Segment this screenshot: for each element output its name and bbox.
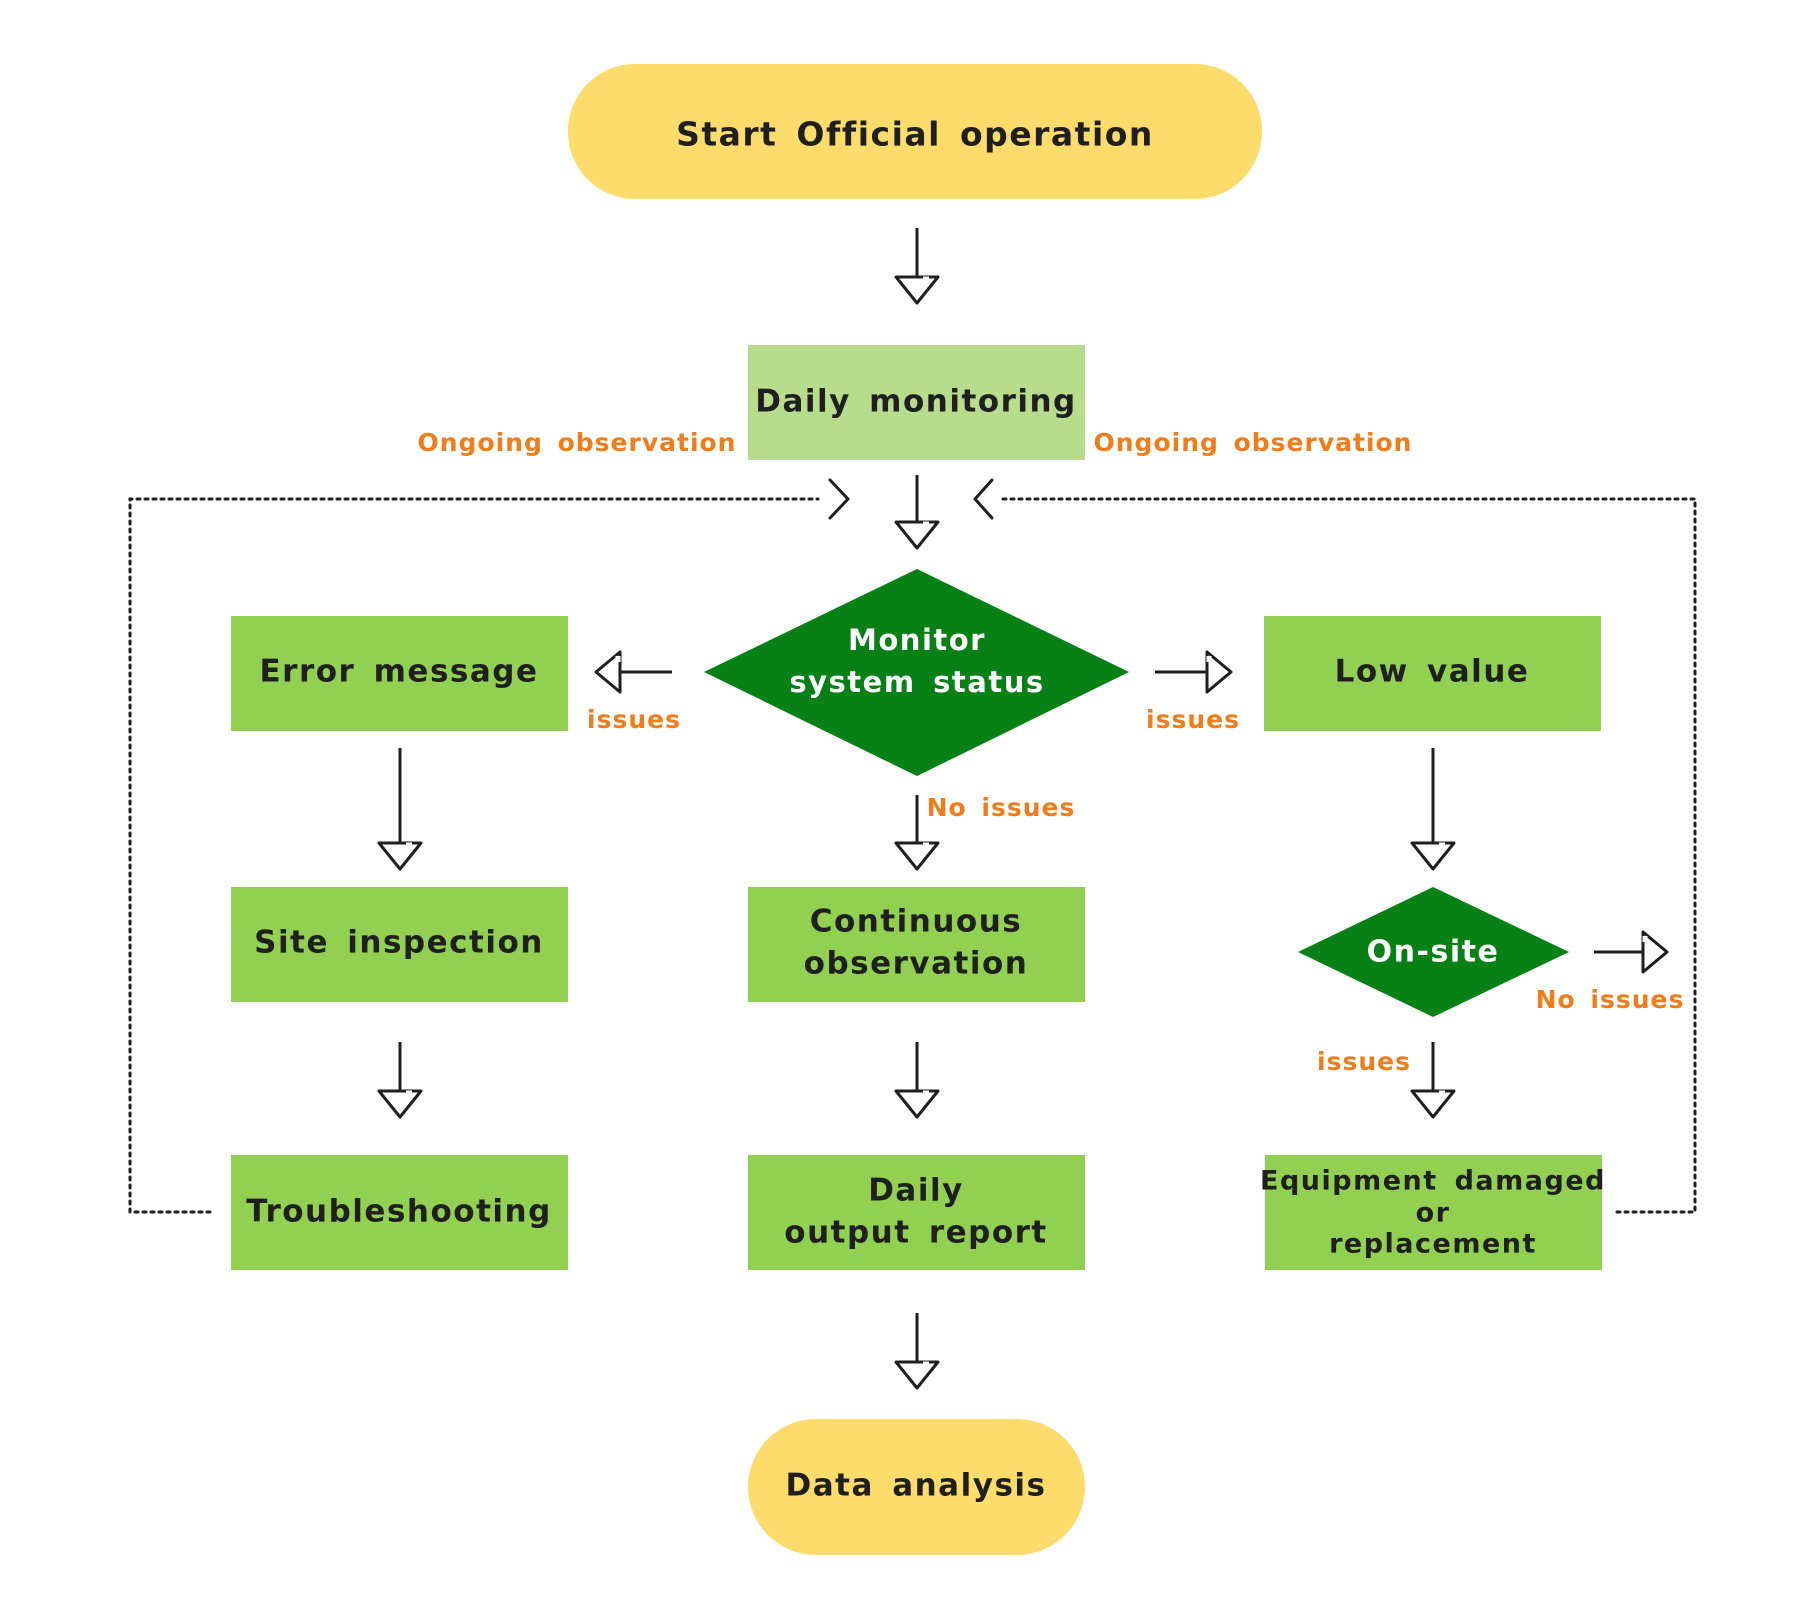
arrow-continuous-to-report: [894, 1042, 940, 1119]
troubleshooting-node: [231, 1155, 568, 1270]
feedback-chevron-right-icon: [828, 478, 850, 520]
troubleshooting-label: Troubleshooting: [246, 1194, 552, 1230]
arrow-inspection-to-troubleshooting: [377, 1042, 423, 1119]
monitor-status-label-line-1: Monitor: [848, 623, 986, 657]
arrow-report-to-analysis: [894, 1313, 940, 1390]
error-message-label: Error message: [260, 654, 539, 690]
low-value-node: [1264, 616, 1601, 731]
error-message-node: [231, 616, 568, 731]
issues-label-on-site: issues: [1317, 1047, 1411, 1076]
arrow-error-to-inspection: [377, 748, 423, 871]
arrow-monitoring-to-status: [894, 475, 940, 550]
daily-monitoring-label: Daily monitoring: [755, 384, 1077, 420]
daily-output-report-label-line-2: output report: [784, 1215, 1047, 1251]
no-issues-label-on-site: No issues: [1536, 985, 1685, 1014]
daily-output-report-label-line-1: Daily: [868, 1173, 964, 1209]
feedback-loop-left: [128, 497, 820, 1214]
daily-output-report-node: [748, 1155, 1085, 1270]
arrow-start-to-monitoring: [894, 228, 940, 305]
arrow-status-to-continuous: [894, 795, 940, 871]
no-issues-label-center: No issues: [927, 793, 1076, 822]
ongoing-observation-label-right: Ongoing observation: [1094, 428, 1413, 457]
feedback-loop-right: [998, 497, 1697, 1214]
arrow-on-site-no-issues: [1594, 930, 1669, 974]
equipment-damaged-label-line-3: replacement: [1329, 1229, 1537, 1260]
monitor-system-status-decision: [704, 569, 1129, 776]
on-site-label: On-site: [1367, 935, 1500, 970]
on-site-decision: [1298, 887, 1569, 1017]
start-node: [568, 64, 1262, 199]
continuous-observation-label-line-1: Continuous: [810, 904, 1023, 940]
equipment-damaged-node: [1265, 1155, 1602, 1270]
site-inspection-label: Site inspection: [254, 925, 544, 961]
monitor-status-label-line-2: system status: [789, 665, 1044, 699]
daily-monitoring-node: [748, 345, 1085, 460]
arrow-low-value-to-on-site: [1410, 748, 1456, 871]
data-analysis-label: Data analysis: [786, 1468, 1047, 1504]
low-value-label: Low value: [1335, 654, 1530, 690]
continuous-observation-node: [748, 887, 1085, 1002]
site-inspection-node: [231, 887, 568, 1002]
issues-label-left: issues: [587, 705, 681, 734]
issues-label-right: issues: [1146, 705, 1240, 734]
arrow-on-site-to-equipment: [1410, 1042, 1456, 1119]
arrow-status-to-error: [594, 650, 672, 694]
data-analysis-node: [748, 1419, 1085, 1555]
feedback-chevron-left-icon: [973, 478, 994, 520]
start-label: Start Official operation: [676, 115, 1154, 154]
continuous-observation-label-line-2: observation: [804, 946, 1029, 982]
equipment-damaged-label-line-1: Equipment damaged: [1260, 1166, 1606, 1197]
equipment-damaged-label-line-2: or: [1416, 1198, 1451, 1229]
arrow-status-to-low-value: [1155, 650, 1233, 694]
ongoing-observation-label-left: Ongoing observation: [418, 428, 737, 457]
